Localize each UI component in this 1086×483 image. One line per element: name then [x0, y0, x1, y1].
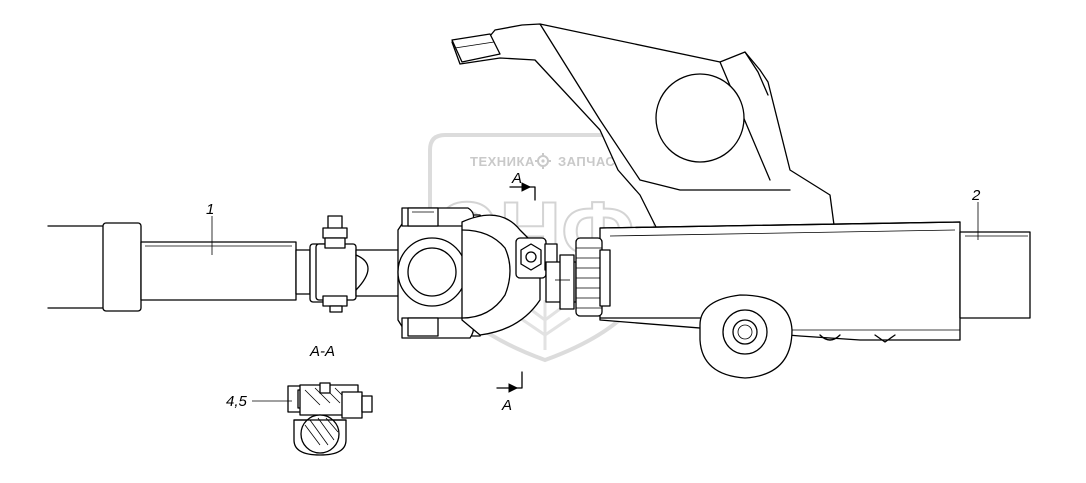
watermark-left-word: ТЕХНИКА [470, 154, 535, 169]
callout-label-1: 1 [206, 201, 214, 218]
callout-label-4-5: 4,5 [226, 393, 248, 410]
steering-column-shaft [47, 215, 403, 313]
section-marker-top: А [509, 170, 536, 201]
section-marker-bottom: А [496, 371, 523, 414]
universal-joint [397, 207, 577, 339]
section-marker-bottom-label: А [501, 397, 512, 414]
callout-part-2: 2 [971, 187, 981, 240]
callout-part-1: 1 [206, 201, 214, 255]
section-marker-top-label: А [511, 170, 522, 187]
section-view-title: А-А [309, 343, 335, 360]
callout-label-2: 2 [971, 187, 981, 204]
steering-gear-housing [451, 23, 1031, 379]
gear-icon [535, 153, 551, 169]
section-view-a-a [287, 382, 373, 456]
callout-parts-4-5: 4,5 [226, 393, 292, 410]
